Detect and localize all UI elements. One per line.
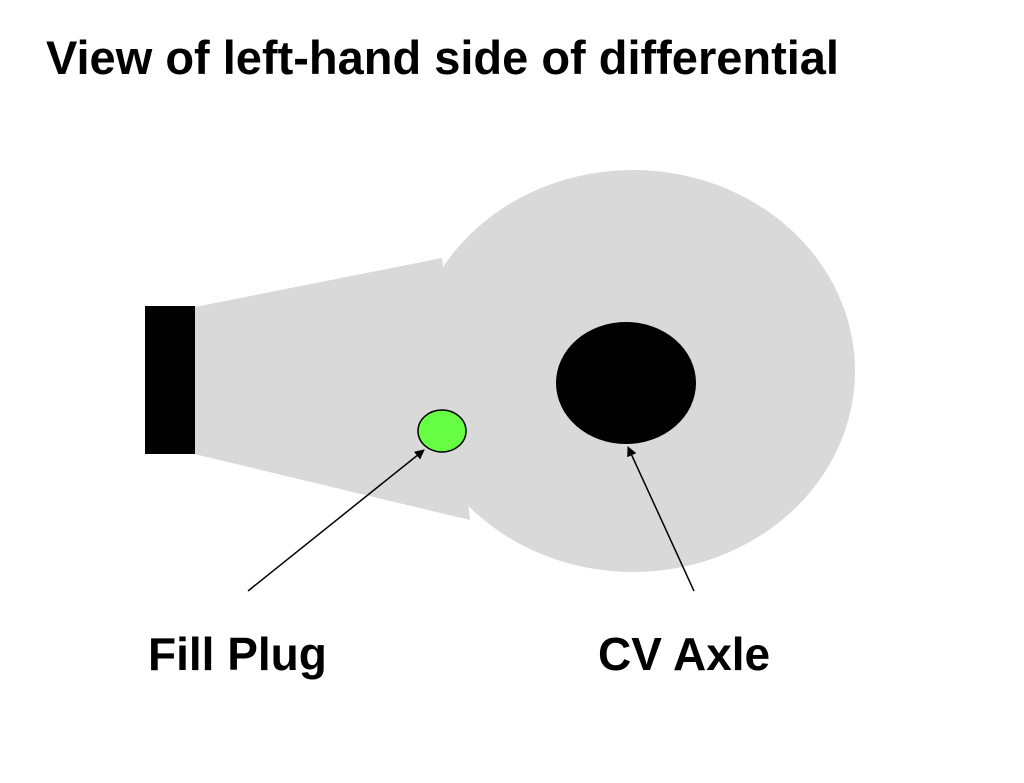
housing-neck <box>190 258 470 520</box>
cv-axle-hole <box>556 322 696 444</box>
fill-plug-arrow <box>247 449 425 592</box>
cv-axle-label: CV Axle <box>598 628 771 680</box>
fill-plug-label: Fill Plug <box>148 628 327 680</box>
cv-axle-arrow <box>627 446 695 592</box>
differential-housing <box>190 170 855 572</box>
housing-flange <box>145 306 195 454</box>
slide-title: View of left-hand side of differential <box>46 31 839 84</box>
fill-plug <box>417 409 467 453</box>
